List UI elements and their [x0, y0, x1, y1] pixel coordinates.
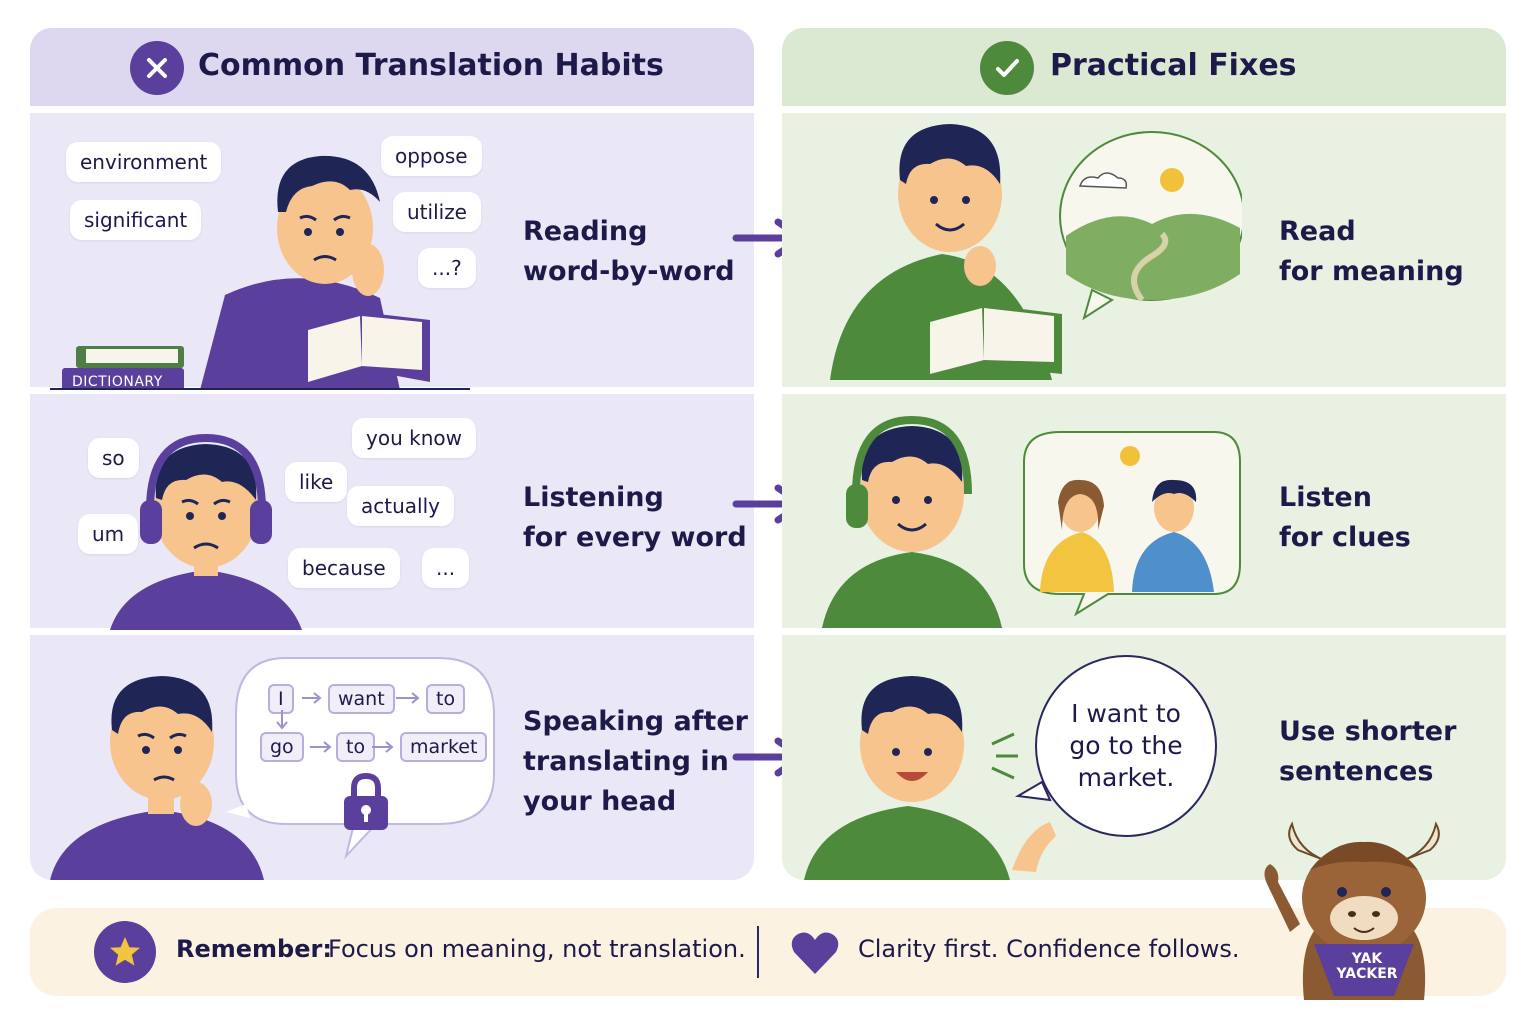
lock-icon	[344, 772, 388, 830]
word-chip: environment	[66, 142, 222, 182]
x-mark-icon	[130, 41, 184, 95]
thinking-person-illustration	[50, 676, 264, 880]
habits-panel: Common Translation Habits environment si…	[30, 28, 754, 880]
filler-chip: because	[288, 548, 400, 588]
happy-listener-illustration	[822, 415, 1241, 628]
worried-reader-illustration	[50, 155, 470, 390]
word-chip: oppose	[381, 136, 482, 176]
word-chip: significant	[70, 200, 202, 240]
filler-chip: um	[78, 514, 139, 554]
mascot-label: YAK YACKER	[1336, 951, 1398, 982]
habit-reading: Reading word-by-word	[523, 216, 735, 287]
filler-chip: ...	[422, 548, 470, 588]
fixes-title: Practical Fixes	[1050, 48, 1297, 83]
divider	[782, 628, 1506, 635]
fix-listening: Listen for clues	[1279, 482, 1411, 553]
yak-mascot-illustration	[1264, 821, 1440, 1000]
word-chip: ...?	[418, 248, 476, 288]
fix-speaking: Use shorter sentences	[1279, 716, 1457, 787]
word-chip: utilize	[393, 192, 481, 232]
happy-reader-illustration	[830, 124, 1242, 380]
habits-title: Common Translation Habits	[198, 48, 664, 83]
divider	[30, 387, 754, 394]
dictionary-label: DICTIONARY	[72, 374, 163, 390]
habit-speaking: Speaking after translating in your head	[523, 706, 748, 817]
divider	[30, 628, 754, 635]
flow-word: I	[268, 684, 294, 714]
check-mark-icon	[980, 41, 1034, 95]
flow-word: want	[328, 684, 395, 714]
clarity-text: Clarity first. Confidence follows.	[858, 935, 1240, 963]
divider	[782, 387, 1506, 394]
star-icon	[94, 921, 156, 983]
fixes-panel: Practical Fixes Read for meaning	[782, 28, 1506, 880]
filler-chip: you know	[352, 418, 476, 458]
filler-chip: actually	[347, 486, 454, 526]
speech-bubble-text: I want to go to the market.	[1069, 699, 1183, 792]
flow-arrows	[276, 692, 420, 753]
flow-word: go	[260, 732, 304, 762]
remember-text: Focus on meaning, not translation.	[328, 935, 746, 963]
confident-speaker-illustration	[804, 655, 1217, 880]
filler-chip: like	[285, 462, 348, 502]
divider	[782, 106, 1506, 113]
flow-word: to	[426, 684, 466, 714]
fixes-header: Practical Fixes	[782, 28, 1506, 106]
heart-icon	[791, 932, 839, 974]
habit-listening: Listening for every word	[523, 482, 747, 553]
footer-separator	[757, 926, 759, 978]
filler-chip: so	[88, 438, 139, 478]
divider	[30, 106, 754, 113]
footer-banner: Remember: Focus on meaning, not translat…	[30, 908, 1506, 996]
flow-word: market	[400, 732, 488, 762]
worried-listener-illustration	[110, 433, 302, 630]
remember-label: Remember:	[176, 935, 332, 963]
fix-reading: Read for meaning	[1279, 216, 1464, 287]
habits-header: Common Translation Habits	[30, 28, 754, 106]
